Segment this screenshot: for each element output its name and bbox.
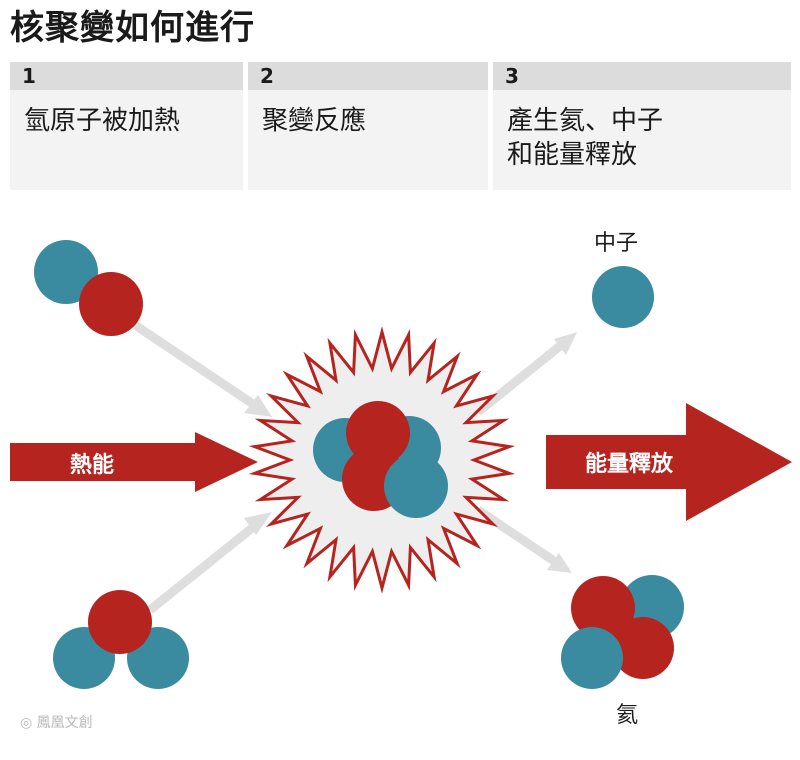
step-3: 3 產生氦、中子 和能量釋放 [493, 62, 791, 190]
watermark: ◎ 鳳凰文創 [20, 712, 93, 732]
neutron-particle [34, 240, 98, 304]
steps-panel: 1 氫原子被加熱 2 聚變反應 3 產生氦、中子 和能量釋放 [10, 62, 791, 190]
watermark-logo-icon: ◎ [20, 715, 33, 731]
proton-particle [571, 576, 635, 640]
energy-release-arrow: 能量釋放 [546, 403, 792, 521]
fusion-diagram: 熱能 能量釋放 中子 氦 [10, 231, 792, 728]
neutron-particle [592, 266, 654, 328]
outgoing-arrow-neutron [475, 332, 577, 416]
energy-release-label: 能量釋放 [585, 451, 674, 477]
neutron-output: 中子 [592, 231, 654, 328]
neutron-label: 中子 [594, 231, 638, 256]
outgoing-arrow-helium [475, 506, 572, 573]
step-3-text: 產生氦、中子 和能量釋放 [507, 106, 664, 170]
proton-particle [612, 617, 674, 679]
proton-particle [346, 401, 410, 465]
helium-label: 氦 [616, 703, 638, 728]
incoming-arrow-bottom [147, 512, 272, 614]
fusion-nucleus [313, 401, 448, 518]
step-1: 1 氫原子被加熱 [10, 62, 243, 190]
proton-particle [79, 272, 143, 336]
step-3-number: 3 [493, 62, 791, 90]
incoming-arrow-top [132, 321, 272, 417]
heat-label: 熱能 [70, 452, 114, 478]
hydrogen-atom-top [34, 240, 143, 336]
heat-arrow: 熱能 [10, 432, 258, 492]
step-2-number: 2 [248, 62, 488, 90]
hydrogen-atom-bottom [53, 590, 189, 689]
step-1-number: 1 [10, 62, 243, 90]
neutron-particle [561, 627, 623, 689]
neutron-particle [384, 454, 448, 518]
step-1-text: 氫原子被加熱 [24, 106, 181, 136]
helium-output: 氦 [561, 575, 684, 728]
step-2-text: 聚變反應 [262, 106, 367, 136]
step-2: 2 聚變反應 [248, 62, 488, 190]
watermark-text: 鳳凰文創 [36, 715, 93, 731]
proton-particle [88, 590, 152, 654]
page-title: 核聚變如何進行 [10, 8, 255, 48]
